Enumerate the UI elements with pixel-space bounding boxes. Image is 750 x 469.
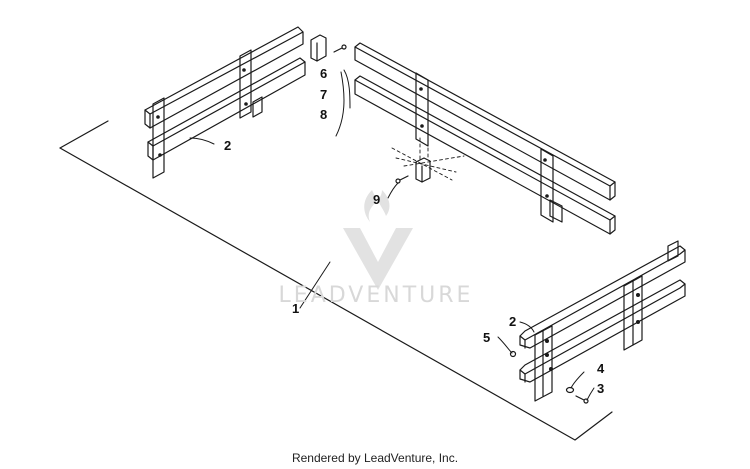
watermark-text: LEADVENTURE xyxy=(279,283,474,308)
callout-5: 5 xyxy=(483,330,490,345)
fastener-nut-part-5 xyxy=(509,350,517,358)
right-rail-assembly xyxy=(519,240,686,402)
clip-part-6 xyxy=(310,34,347,62)
fastener-washer-part-4 xyxy=(565,386,575,394)
mount-bracket-part-9 xyxy=(391,137,465,184)
callout-9: 9 xyxy=(373,192,380,207)
render-credit: Rendered by LeadVenture, Inc. xyxy=(291,451,459,465)
callout-2-right: 2 xyxy=(509,314,516,329)
callout-3: 3 xyxy=(597,381,604,396)
callout-8: 8 xyxy=(320,107,327,122)
leader-lines xyxy=(189,69,595,401)
callout-7: 7 xyxy=(320,87,327,102)
callout-6: 6 xyxy=(320,66,327,81)
callout-4: 4 xyxy=(597,361,605,376)
center-rail-bolts xyxy=(419,87,549,198)
watermark-logo-icon xyxy=(343,190,413,290)
callout-labels: 1 2 2 3 4 5 6 7 8 9 xyxy=(224,66,605,396)
bed-floor-outline xyxy=(59,120,613,441)
left-rail-bolts xyxy=(156,68,248,157)
callout-2-left: 2 xyxy=(224,138,231,153)
center-rail-assembly xyxy=(354,42,616,235)
callout-1: 1 xyxy=(292,301,299,316)
fastener-bolt-part-3 xyxy=(575,395,589,404)
right-rail-bolts xyxy=(545,293,640,371)
left-rail-assembly xyxy=(144,26,306,179)
leadventure-watermark: LEADVENTURE xyxy=(279,190,474,308)
